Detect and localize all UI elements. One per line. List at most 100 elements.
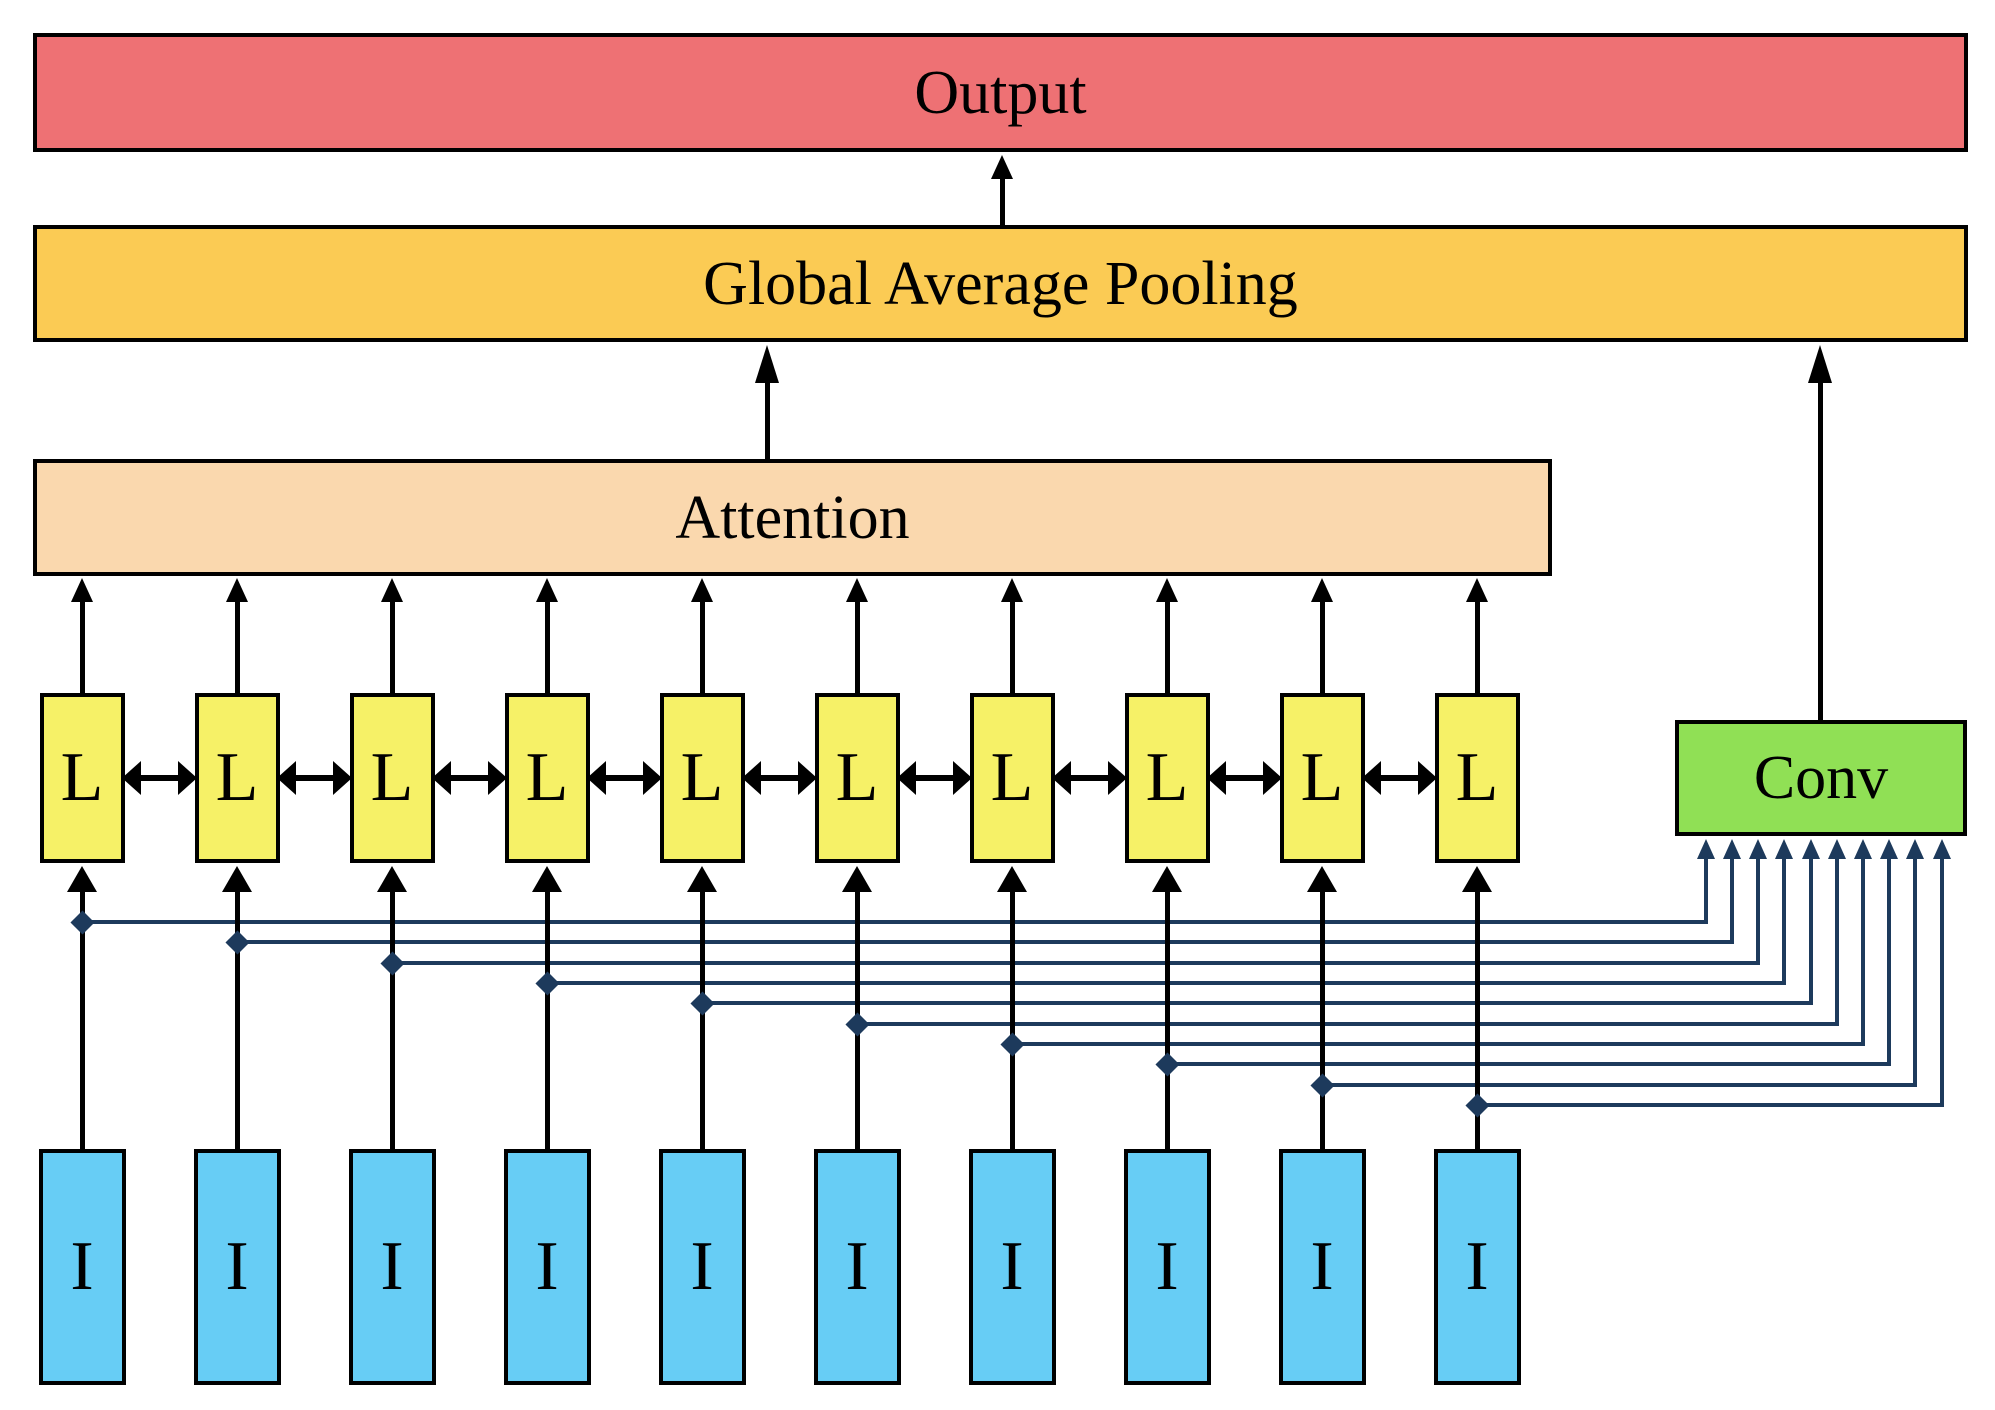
arrow-input9-to-lstm9 <box>1306 866 1338 1149</box>
arrow-stem <box>79 887 85 1149</box>
bidirectional-arrow-lstm6-lstm7 <box>897 761 972 795</box>
skip-connector-horizontal-3 <box>392 961 1758 965</box>
arrowhead-up-icon <box>991 155 1013 179</box>
skip-connector-arrowhead-icon-10 <box>1933 839 1951 859</box>
input-box-2: I <box>193 1149 281 1385</box>
lstm-box-4: L <box>504 693 590 863</box>
arrowhead-right-icon <box>1263 761 1282 795</box>
arrowhead-left-icon <box>1052 761 1071 795</box>
skip-connector-arrowhead-icon-6 <box>1828 839 1846 859</box>
skip-connector-horizontal-1 <box>82 920 1706 924</box>
lstm-box-9: L <box>1279 693 1365 863</box>
skip-connector-arrowhead-icon-1 <box>1697 839 1715 859</box>
input-box-7: I <box>968 1149 1056 1385</box>
arrow-stem <box>1164 887 1170 1149</box>
conv-box: Conv <box>1675 720 1967 836</box>
lstm-label-9: L <box>1300 739 1344 816</box>
skip-connector-vertical-8 <box>1887 858 1891 1066</box>
arrow-lstm2-to-attention <box>221 578 253 693</box>
skip-connector-arrowhead-icon-9 <box>1906 839 1924 859</box>
input-box-9: I <box>1278 1149 1366 1385</box>
arrow-lstm10-to-attention <box>1461 578 1493 693</box>
skip-connector-horizontal-8 <box>1167 1062 1889 1066</box>
arrow-conv-to-pooling <box>1804 345 1836 720</box>
lstm-label-8: L <box>1145 739 1189 816</box>
bidirectional-arrow-lstm3-lstm4 <box>432 761 507 795</box>
arrow-stem <box>389 887 395 1149</box>
arrow-stem <box>1474 597 1480 693</box>
skip-connector-arrowhead-icon-5 <box>1802 839 1820 859</box>
skip-connector-arrowhead-icon-8 <box>1880 839 1898 859</box>
bidirectional-arrow-lstm4-lstm5 <box>587 761 662 795</box>
arrow-stem <box>447 775 492 781</box>
arrowhead-left-icon <box>587 761 606 795</box>
lstm-label-5: L <box>680 739 724 816</box>
input-box-4: I <box>503 1149 591 1385</box>
arrowhead-right-icon <box>178 761 197 795</box>
arrowhead-up-icon <box>71 578 93 602</box>
input-box-8: I <box>1123 1149 1211 1385</box>
arrow-stem <box>79 597 85 693</box>
arrow-stem <box>292 775 337 781</box>
bidirectional-arrow-lstm9-lstm10 <box>1362 761 1437 795</box>
lstm-box-10: L <box>1434 693 1520 863</box>
global-average-pooling-label: Global Average Pooling <box>703 249 1298 318</box>
lstm-box-8: L <box>1124 693 1210 863</box>
input-box-3: I <box>348 1149 436 1385</box>
global-average-pooling-box: Global Average Pooling <box>33 225 1968 342</box>
arrowhead-left-icon <box>1207 761 1226 795</box>
arrow-input7-to-lstm7 <box>996 866 1028 1149</box>
arrow-stem <box>1009 597 1015 693</box>
arrowhead-right-icon <box>488 761 507 795</box>
input-label-8: I <box>1155 1228 1179 1305</box>
input-label-4: I <box>535 1228 559 1305</box>
skip-connector-vertical-7 <box>1861 858 1865 1046</box>
arrow-stem <box>757 775 802 781</box>
arrow-lstm8-to-attention <box>1151 578 1183 693</box>
arrow-stem <box>999 174 1005 225</box>
arrowhead-up-icon <box>755 345 779 383</box>
skip-connector-horizontal-9 <box>1322 1083 1915 1087</box>
lstm-box-7: L <box>969 693 1055 863</box>
arrowhead-up-icon <box>536 578 558 602</box>
arrow-input6-to-lstm6 <box>841 866 873 1149</box>
skip-connector-vertical-3 <box>1756 858 1760 965</box>
bidirectional-arrow-lstm2-lstm3 <box>277 761 352 795</box>
lstm-box-6: L <box>814 693 900 863</box>
skip-connector-vertical-6 <box>1835 858 1839 1026</box>
arrowhead-right-icon <box>953 761 972 795</box>
arrow-stem <box>234 597 240 693</box>
arrow-stem <box>699 597 705 693</box>
arrowhead-left-icon <box>742 761 761 795</box>
skip-connector-arrowhead-icon-2 <box>1723 839 1741 859</box>
arrow-lstm1-to-attention <box>66 578 98 693</box>
skip-connector-horizontal-7 <box>1012 1042 1863 1046</box>
conv-label: Conv <box>1753 744 1889 812</box>
arrow-stem <box>1067 775 1112 781</box>
arrowhead-left-icon <box>1362 761 1381 795</box>
arrow-stem <box>1474 887 1480 1149</box>
input-label-6: I <box>845 1228 869 1305</box>
attention-label: Attention <box>675 483 910 552</box>
arrow-attention-to-pooling <box>751 345 783 459</box>
input-box-5: I <box>658 1149 746 1385</box>
arrow-stem <box>854 597 860 693</box>
bidirectional-arrow-lstm1-lstm2 <box>122 761 197 795</box>
arrow-stem <box>1817 377 1823 720</box>
arrow-stem <box>1009 887 1015 1149</box>
arrow-stem <box>1222 775 1267 781</box>
arrow-input10-to-lstm10 <box>1461 866 1493 1149</box>
skip-connector-arrowhead-icon-4 <box>1775 839 1793 859</box>
output-box: Output <box>33 33 1968 152</box>
arrowhead-right-icon <box>643 761 662 795</box>
lstm-box-3: L <box>349 693 435 863</box>
arrow-input1-to-lstm1 <box>66 866 98 1149</box>
arrowhead-left-icon <box>122 761 141 795</box>
input-label-3: I <box>380 1228 404 1305</box>
skip-connector-vertical-10 <box>1940 858 1944 1107</box>
arrow-stem <box>1319 597 1325 693</box>
arrowhead-right-icon <box>798 761 817 795</box>
skip-connector-vertical-1 <box>1704 858 1708 924</box>
input-label-2: I <box>225 1228 249 1305</box>
